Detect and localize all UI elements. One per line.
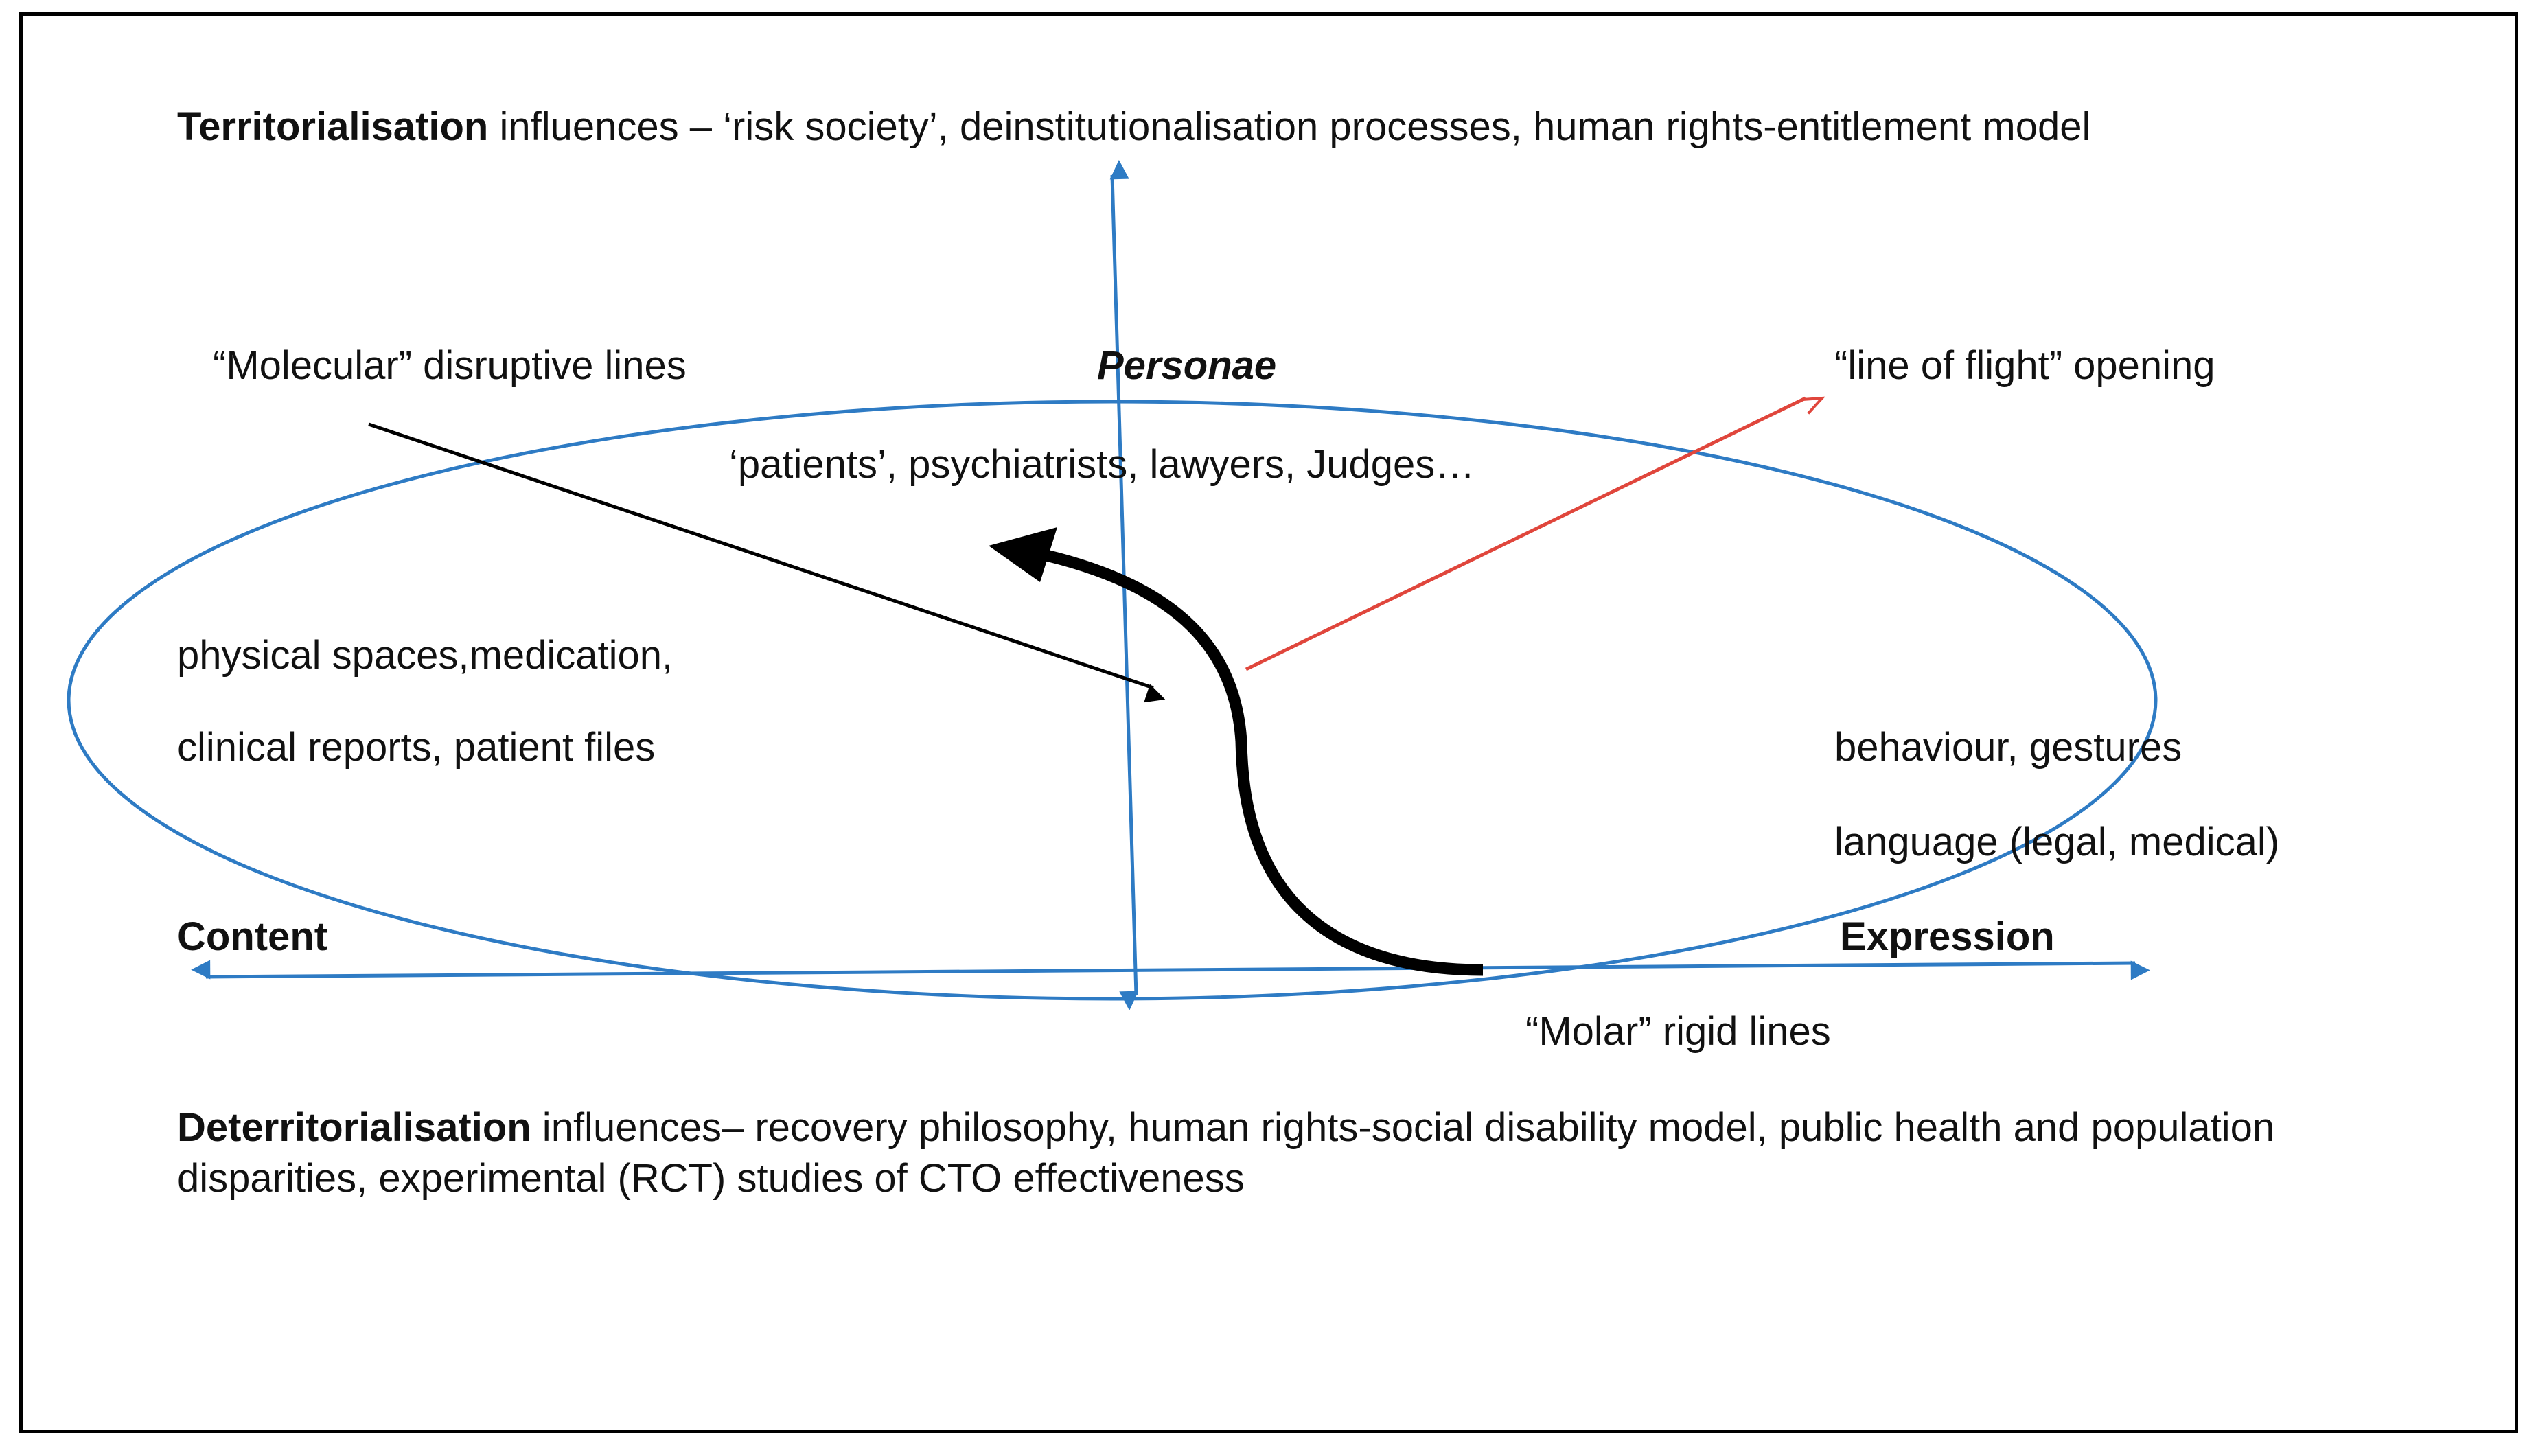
deterritorialisation-text: Deterritorialisation influences– recover… [177, 1102, 2456, 1204]
molar-curve-arrowhead [989, 527, 1057, 582]
deterritorialisation-heading: Deterritorialisation [177, 1105, 531, 1150]
line-of-flight-arrow [1245, 396, 1825, 671]
molecular-label: “Molecular” disruptive lines [213, 343, 687, 388]
expression-items-2: language (legal, medical) [1834, 820, 2280, 864]
content-items-2: clinical reports, patient files [177, 725, 656, 770]
assemblage-ellipse [67, 400, 2158, 1001]
territorialisation-influences: influences – ‘risk society’, deinstituti… [488, 104, 2091, 149]
content-expression-axis [191, 960, 2150, 980]
content-items-1: physical spaces,medication, [177, 633, 673, 678]
territorialisation-heading: Territorialisation [177, 104, 489, 149]
molecular-disruptive-arrow [368, 422, 1166, 703]
expression-items-1: behaviour, gestures [1834, 725, 2182, 770]
personae-label: Personae [1097, 343, 1277, 388]
expression-axis-label: Expression [1840, 914, 2055, 959]
molar-rigid-curve [1042, 548, 1484, 976]
territorialisation-text: Territorialisation influences – ‘risk so… [177, 102, 2319, 152]
content-axis-label: Content [177, 914, 328, 959]
line-of-flight-label: “line of flight” opening [1834, 343, 2215, 388]
diagram-frame [19, 12, 2518, 1433]
molar-label: “Molar” rigid lines [1525, 1009, 1831, 1054]
personae-list: ‘patients’, psychiatrists, lawyers, Judg… [729, 442, 1475, 487]
deterritorialisation-influences: influences– recovery philosophy, human r… [177, 1105, 2275, 1201]
